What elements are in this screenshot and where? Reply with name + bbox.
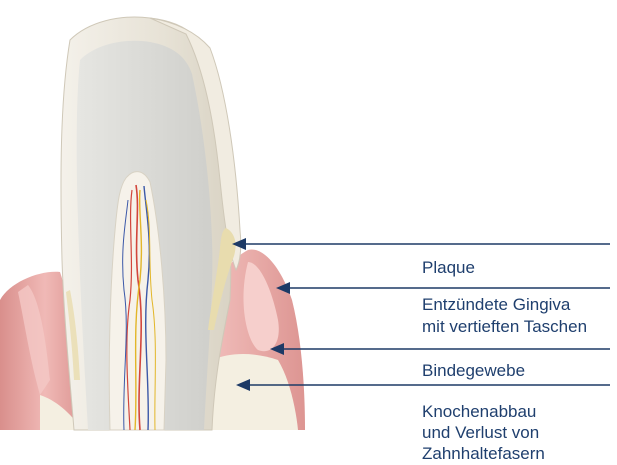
- label-bindegewebe: Bindegewebe: [422, 361, 525, 381]
- label-knochen-line1: Knochenabbau: [422, 402, 536, 422]
- label-gingiva-line2: mit vertieften Taschen: [422, 317, 587, 337]
- label-knochen-line3: Zahnhaltefasern: [422, 444, 545, 464]
- label-plaque: Plaque: [422, 258, 475, 278]
- label-knochen-line2: und Verlust von: [422, 423, 539, 443]
- label-gingiva-line1: Entzündete Gingiva: [422, 295, 570, 315]
